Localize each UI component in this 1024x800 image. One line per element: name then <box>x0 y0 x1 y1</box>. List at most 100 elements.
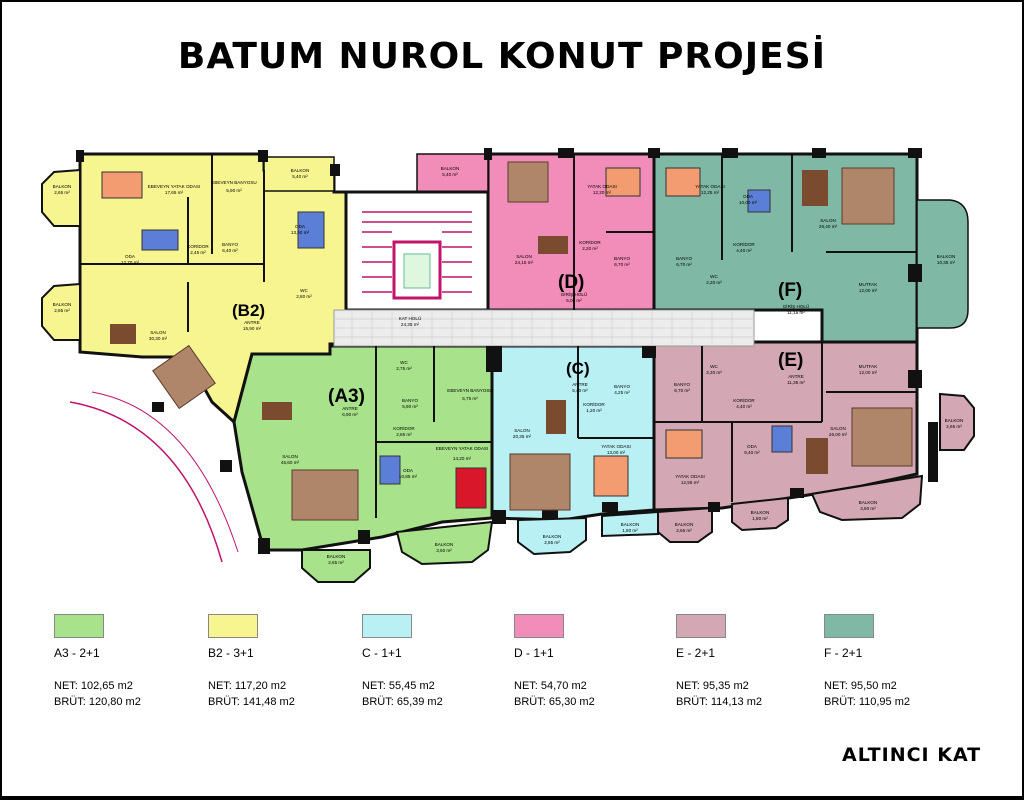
room-area: 12,55 m² <box>681 480 700 485</box>
balcony-left-mid <box>41 282 81 341</box>
room-area: 14,20 m² <box>453 456 472 461</box>
legend-item-b2: B2 - 3+1 NET: 117,20 m2 BRÜT: 141,48 m2 <box>208 614 368 708</box>
legend-net: NET: 102,65 m2 <box>54 680 133 692</box>
room-name: SALON <box>830 426 846 431</box>
room-name: SALON <box>514 428 530 433</box>
room-name: YATAK ODASI <box>695 184 725 189</box>
legend-brut: BRÜT: 65,39 m2 <box>362 696 443 708</box>
legend-item-a3: A3 - 2+1 NET: 102,65 m2 BRÜT: 120,80 m2 <box>54 614 214 708</box>
room-name: ODA <box>125 254 136 259</box>
room-name: KAT HOLÜ <box>399 315 422 321</box>
room-name: KORİDOR <box>583 401 605 407</box>
room-name: KORİDOR <box>579 239 601 245</box>
legend-brut: BRÜT: 65,30 m2 <box>514 696 595 708</box>
balcony-left-top <box>41 168 81 227</box>
room-area: 13,00 m² <box>607 450 626 455</box>
room-area: 2,20 m² <box>706 280 722 285</box>
terrace-curve-inner <box>91 391 239 553</box>
room-name: GİRİŞ HOLÜ <box>783 303 810 309</box>
unit-label-d: (D) <box>558 272 584 293</box>
room-name: BALKON <box>859 500 878 505</box>
room-name: BALKON <box>945 418 964 423</box>
balcony-a3-1 <box>301 549 371 583</box>
room-area: 5,40 m² <box>292 174 308 179</box>
room-name: BALKON <box>937 254 956 259</box>
unit-label-e: (E) <box>778 350 803 371</box>
legend-type: D - 1+1 <box>514 646 554 660</box>
room-area: 20,35 m² <box>513 434 532 439</box>
legend-item-c: C - 1+1 NET: 55,45 m2 BRÜT: 65,39 m2 <box>362 614 522 708</box>
stair-treads <box>362 211 472 293</box>
balcony-e-right <box>939 392 975 451</box>
room-name: BALKON <box>53 302 72 307</box>
room-area: 5,90 m² <box>402 404 418 409</box>
elevator-inner <box>403 253 431 289</box>
room-name: YATAK ODASI <box>601 444 631 449</box>
room-area: 3,60 m² <box>436 548 452 553</box>
unit-label-f: (F) <box>778 280 802 301</box>
room-name: MUTFAK <box>859 364 879 369</box>
room-name: BANYO <box>614 256 631 261</box>
room-area: 2,20 m² <box>706 370 722 375</box>
furniture <box>101 161 913 521</box>
room-name: GİRİŞ HOLÜ <box>561 291 588 297</box>
unit-label-a3: (A3) <box>328 386 365 407</box>
legend-net: NET: 95,50 m2 <box>824 680 897 692</box>
room-name: BALKON <box>675 522 694 527</box>
room-name: BALKON <box>291 168 310 173</box>
floor-plan: (B2) (A3) (C) (D) (E) (F) EBEVEYN YATAK … <box>41 148 975 583</box>
room-area: 5,75 m² <box>462 396 478 401</box>
room-area: 15,90 m² <box>243 326 262 331</box>
room-name: BALKON <box>327 554 346 559</box>
room-area: 10,00 m² <box>739 200 758 205</box>
room-area: 17,65 m² <box>165 190 184 195</box>
room-name: KORİDOR <box>393 425 415 431</box>
room-area: 10,35 m² <box>937 260 956 265</box>
room-name: BALKON <box>543 534 562 539</box>
room-area: 2,65 m² <box>54 190 70 195</box>
room-name: EBEVEYN BANYOSU <box>211 180 256 185</box>
room-labels: EBEVEYN YATAK ODASI 17,65 m² EBEVEYN BAN… <box>53 166 964 565</box>
room-area: 1,80 m² <box>622 528 638 533</box>
room-name: EBEVEYN BANYOSU <box>447 388 492 393</box>
room-name: YATAK ODASI <box>675 474 705 479</box>
room-area: 45,60 m² <box>281 460 300 465</box>
page-title: BATUM NUROL KONUT PROJESİ <box>177 36 827 77</box>
room-area: 6,90 m² <box>342 412 358 417</box>
legend-type: E - 2+1 <box>676 646 716 660</box>
room-area: 2,65 m² <box>54 308 70 313</box>
floor-label: ALTINCI KAT <box>842 744 982 766</box>
unit-label-b2: (B2) <box>232 301 265 320</box>
room-area: 2,65 m² <box>946 424 962 429</box>
room-area: 12,00 m² <box>859 370 878 375</box>
room-area: 10,85 m² <box>399 474 418 479</box>
room-area: 12,20 m² <box>593 190 612 195</box>
room-area: 6,70 m² <box>614 262 630 267</box>
legend-net: NET: 117,20 m2 <box>208 680 287 692</box>
room-area: 26,40 m² <box>819 224 838 229</box>
room-name: YATAK ODASI <box>587 184 617 189</box>
room-area: 6,70 m² <box>676 262 692 267</box>
room-area: 1,80 m² <box>752 516 768 521</box>
room-name: EBEVEYN YATAK ODASI <box>436 446 489 451</box>
balcony-e-1 <box>601 510 659 538</box>
legend-net: NET: 95,35 m2 <box>676 680 749 692</box>
room-name: SALON <box>516 254 532 259</box>
room-name: ODA <box>743 194 754 199</box>
balcony-e-4 <box>810 474 924 522</box>
legend-brut: BRÜT: 141,48 m2 <box>208 696 295 708</box>
room-area: 11,15 m² <box>787 310 805 315</box>
room-area: 3,60 m² <box>860 506 876 511</box>
room-name: KORİDOR <box>187 243 209 249</box>
room-area: 13,50 m² <box>291 230 310 235</box>
legend-swatch <box>514 614 564 638</box>
room-name: SALON <box>282 454 298 459</box>
legend-swatch <box>824 614 874 638</box>
room-area: 4,40 m² <box>736 248 752 253</box>
room-area: 12,00 m² <box>859 288 878 293</box>
room-name: BANYO <box>674 382 691 387</box>
legend-net: NET: 54,70 m2 <box>514 680 587 692</box>
room-name: BANYO <box>676 256 693 261</box>
legend-brut: BRÜT: 110,95 m2 <box>824 696 911 708</box>
room-area: 5,40 m² <box>442 172 458 177</box>
